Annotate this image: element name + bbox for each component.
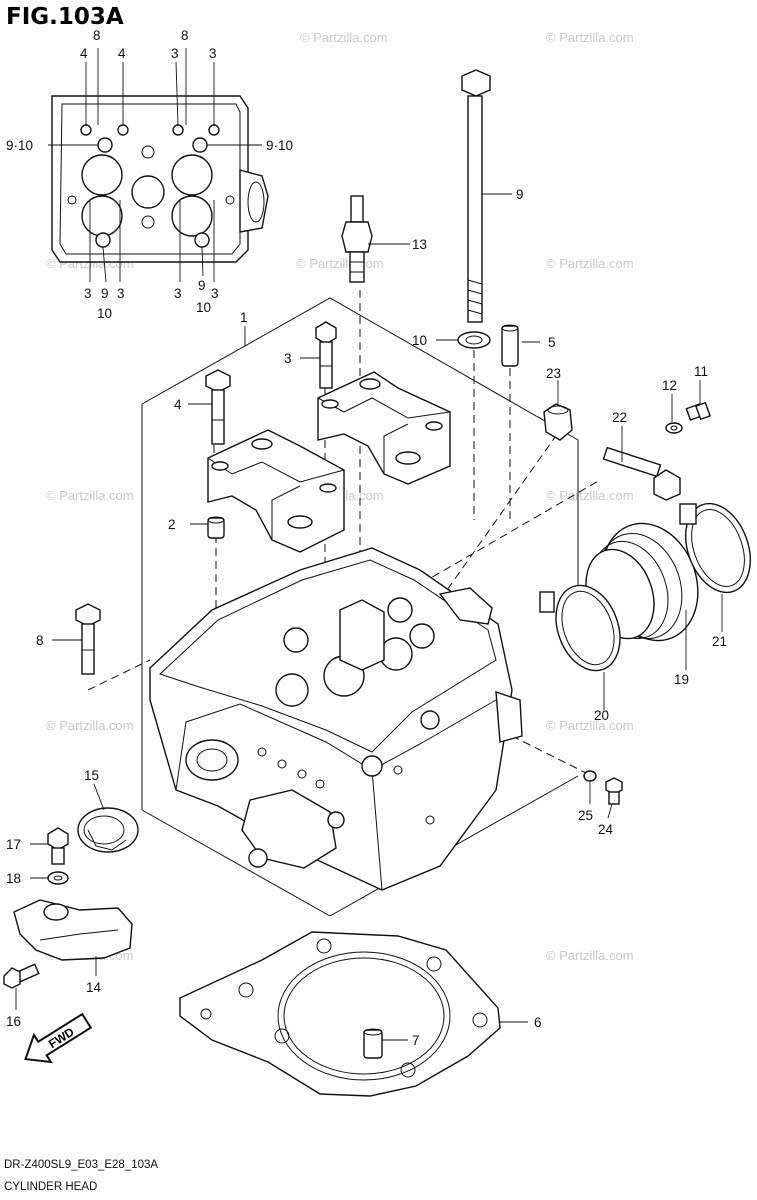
callout-18: 18 [6, 871, 21, 886]
inset-callout: 9·10 [266, 138, 293, 153]
inset-callout: 8 [93, 28, 101, 43]
callout-22: 22 [612, 410, 627, 425]
callout-2: 2 [168, 517, 176, 532]
callout-20: 20 [594, 708, 609, 723]
callout-8: 8 [36, 633, 44, 648]
inset-top-view [48, 48, 269, 283]
inset-callouts: 8 8 4 4 3 3 9·10 9·10 3 9 3 10 3 9 3 10 [6, 28, 293, 321]
callout-4: 4 [174, 397, 182, 412]
watermark: © Partzilla.com [546, 488, 634, 503]
section-name: CYLINDER HEAD [4, 1181, 97, 1193]
callout-25: 25 [578, 808, 593, 823]
inset-callout: 4 [80, 46, 88, 61]
callout-7: 7 [412, 1033, 420, 1048]
dowel-2 [207, 516, 225, 539]
inset-callout: 3 [209, 46, 217, 61]
callout-15: 15 [84, 768, 99, 783]
callout-9: 9 [516, 187, 524, 202]
thermostat-15 [77, 807, 139, 853]
callout-5: 5 [548, 335, 556, 350]
inset-callout: 10 [196, 300, 211, 315]
forward-arrow-icon: FWD [24, 1012, 93, 1064]
callout-24: 24 [598, 822, 614, 837]
callout-19: 19 [674, 672, 689, 687]
screw-11 [685, 401, 711, 421]
figure-title: FIG.103A [6, 4, 124, 30]
gasket-6 [179, 931, 501, 1097]
watermark: © Partzilla.com [46, 718, 134, 733]
callout-23: 23 [546, 366, 561, 381]
camshaft-holder-rear [207, 429, 345, 553]
dowel-5 [501, 324, 519, 367]
inset-callout: 9 [101, 286, 109, 301]
cap-23 [543, 403, 573, 441]
watermark: © Partzilla.com [546, 30, 634, 45]
callout-3: 3 [284, 351, 292, 366]
leader-lines [15, 193, 723, 1041]
clamp-20 [539, 584, 621, 672]
clamp-21 [679, 502, 751, 594]
water-pipe-14 [13, 899, 133, 961]
bolt-4 [205, 369, 231, 445]
bolt-3 [315, 321, 337, 389]
inset-callout: 9 [198, 278, 206, 293]
watermark: © Partzilla.com [546, 948, 634, 963]
bolt-17 [47, 827, 69, 865]
dowel-7 [363, 1028, 383, 1059]
bolt-24 [605, 777, 623, 805]
inset-callout: 3 [117, 286, 125, 301]
watermark: © Partzilla.com [546, 718, 634, 733]
washer-25 [583, 770, 597, 782]
inset-callout: 3 [171, 46, 179, 61]
callout-11: 11 [694, 364, 708, 379]
callout-1: 1 [240, 310, 248, 325]
callout-16: 16 [6, 1014, 21, 1029]
callout-21: 21 [712, 634, 727, 649]
watermark: © Partzilla.com [296, 256, 384, 271]
callout-13: 13 [412, 237, 427, 252]
bolt-16 [3, 963, 40, 989]
callout-17: 17 [6, 837, 21, 852]
cylinder-head [149, 547, 523, 891]
watermark: © Partzilla.com [546, 256, 634, 271]
washer-10 [457, 331, 491, 349]
model-code: DR-Z400SL9_E03_E28_103A [4, 1159, 158, 1171]
watermark: © Partzilla.com [300, 30, 388, 45]
inset-callout: 9·10 [6, 138, 33, 153]
inset-callout: 3 [211, 286, 219, 301]
callout-10: 10 [412, 333, 427, 348]
callout-14: 14 [86, 980, 102, 995]
stud-bolt-9 [461, 69, 491, 323]
bolt-8 [75, 603, 101, 675]
inset-callout: 10 [97, 306, 112, 321]
callout-6: 6 [534, 1015, 542, 1030]
inset-callout: 4 [118, 46, 126, 61]
watermark: © Partzilla.com [46, 488, 134, 503]
washer-18 [47, 871, 69, 885]
callouts: 1 2 3 4 5 6 7 8 9 10 11 12 13 14 15 16 1… [6, 187, 727, 1048]
washer-12 [665, 422, 683, 434]
camshaft-holder-front [317, 371, 451, 485]
inset-callout: 3 [84, 286, 92, 301]
inset-callout: 8 [181, 28, 189, 43]
callout-12: 12 [662, 378, 677, 393]
spark-plug-13 [341, 195, 373, 283]
bolt-22 [602, 446, 681, 501]
inset-callout: 3 [174, 286, 182, 301]
